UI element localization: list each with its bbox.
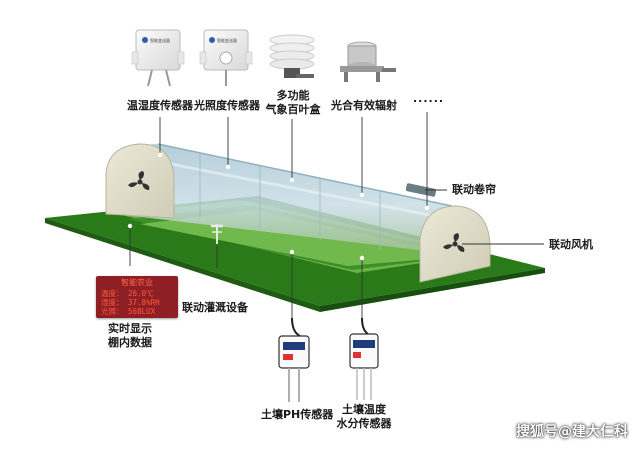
label-soil-sensor: 土壤温度 水分传感器 — [334, 403, 394, 431]
label-weather-box: 多功能 气象百叶盒 — [262, 89, 324, 117]
label-soil-sensor-line1: 土壤温度 — [342, 403, 386, 416]
weather-louver-box-device — [269, 34, 315, 78]
label-display-caption-line1: 实时显示 — [108, 322, 152, 335]
watermark: 搜狐号@建大仁科 — [516, 424, 628, 440]
par-radiation-sensor-device — [340, 41, 396, 82]
label-display-caption-line2: 棚内数据 — [108, 335, 152, 349]
label-irrigation: 联动灌溉设备 — [182, 301, 248, 314]
connector-lines — [129, 112, 544, 318]
label-light-sensor: 光照度传感器 — [194, 99, 260, 112]
label-soil-sensor-line2: 水分传感器 — [336, 416, 392, 430]
led-display-panel: 智能农业 温度： 26.0℃ 湿度： 37.8%RH 光照： 568LUX — [96, 276, 178, 318]
light-sensor-device: 智能变送器 — [199, 29, 253, 86]
led-row-humidity: 湿度： 37.8%RH — [101, 298, 160, 307]
label-par-sensor: 光合有效辐射 — [331, 99, 397, 112]
greenhouse-tunnel — [105, 143, 491, 283]
led-row-temperature: 温度： 26.0℃ — [101, 289, 154, 298]
label-weather-box-line1: 多功能 — [276, 89, 310, 102]
label-temp-humidity-sensor: 温湿度传感器 — [127, 99, 193, 112]
fan-icon — [128, 171, 150, 190]
label-soil-ph-sensor: 土壤PH传感器 — [261, 408, 334, 421]
label-display-caption: 实时显示 棚内数据 — [108, 322, 152, 350]
label-weather-box-line2: 气象百叶盒 — [265, 102, 321, 116]
led-panel-title: 智能农业 — [121, 278, 153, 287]
label-curtain: 联动卷帘 — [452, 183, 496, 196]
device-label: 智能变送器 — [150, 37, 170, 43]
connector-dots — [127, 152, 430, 261]
device-label: 智能变送器 — [217, 37, 237, 43]
label-fan: 联动风机 — [549, 238, 593, 251]
label-more-sensors: ...... — [413, 92, 445, 105]
sprinkler-icon — [211, 224, 223, 244]
soil-moisture-sensor-device — [349, 317, 379, 400]
fan-icon — [443, 233, 465, 252]
temp-humidity-sensor-device: 智能变送器 — [131, 29, 185, 87]
led-row-light: 光照： 568LUX — [101, 307, 156, 316]
soil-ph-sensor-device — [278, 317, 310, 402]
